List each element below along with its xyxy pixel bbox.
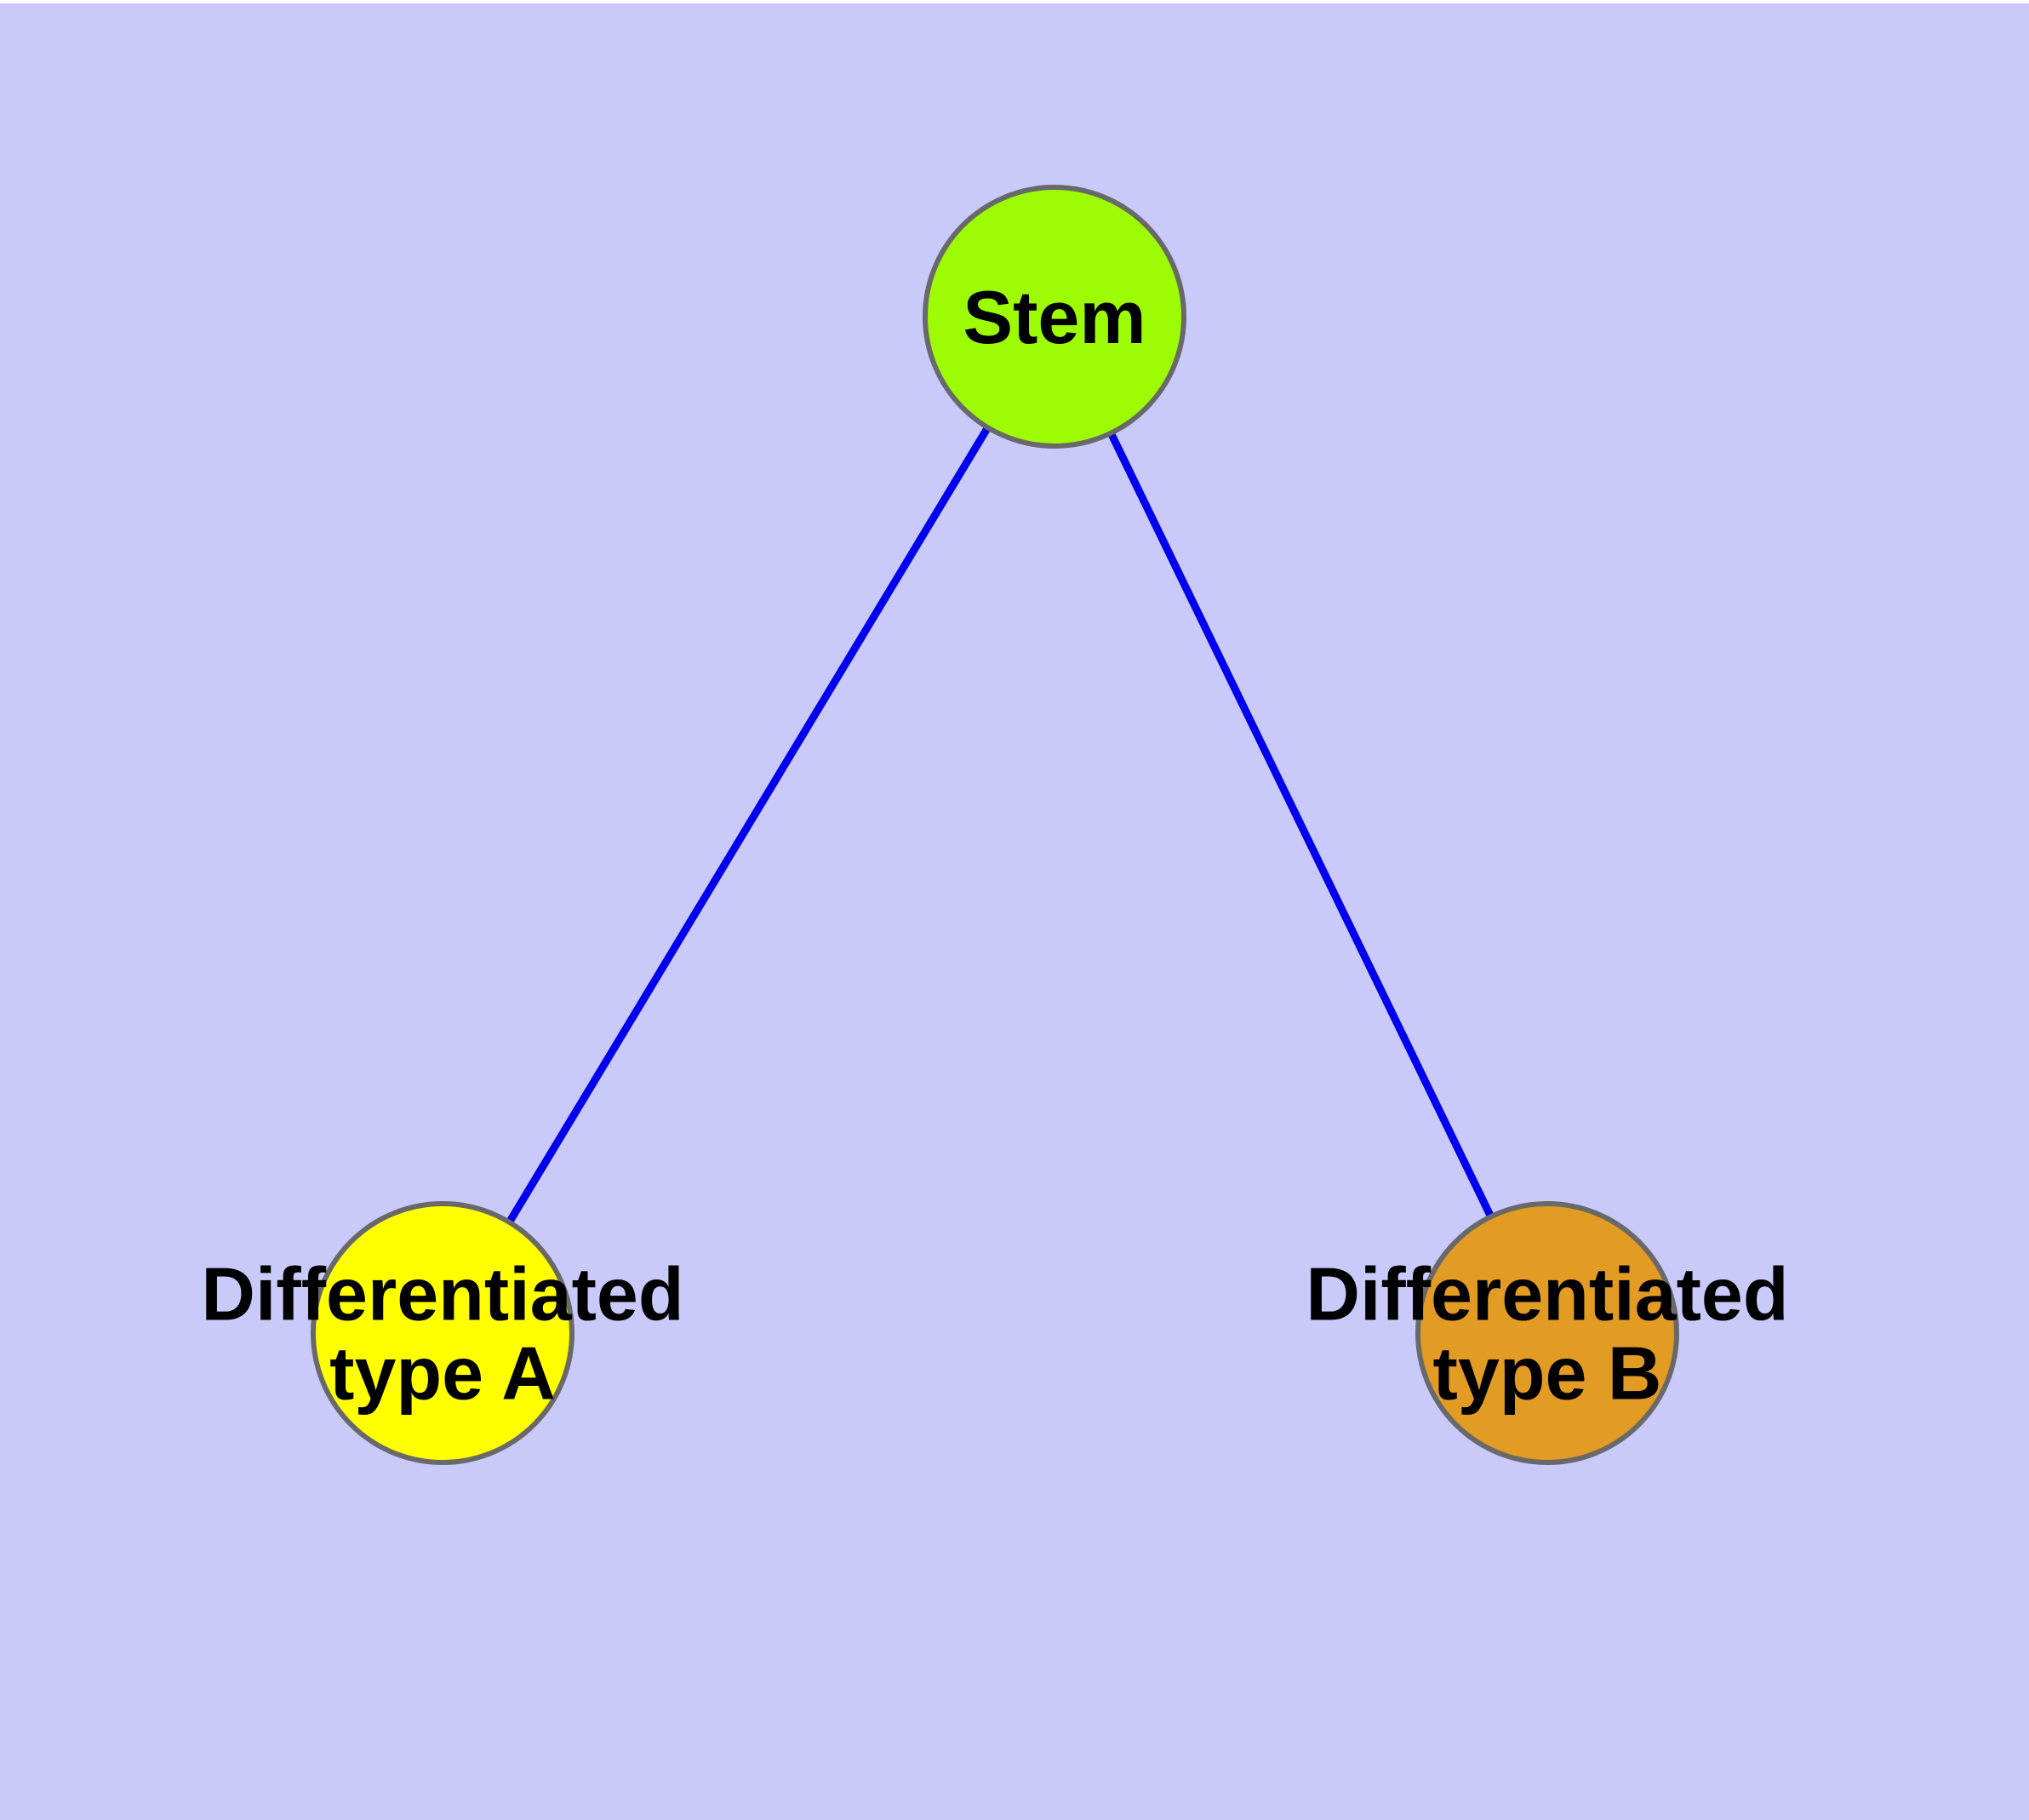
edge-layer xyxy=(506,425,1495,1225)
node-stem-circle[interactable] xyxy=(923,185,1186,449)
node-differentiated-type-a-circle[interactable] xyxy=(311,1201,574,1465)
edge-stem-to-differentiated-type-b[interactable] xyxy=(1107,431,1495,1219)
edge-stem-to-differentiated-type-a[interactable] xyxy=(506,425,992,1225)
node-stem[interactable]: Stem xyxy=(923,185,1186,449)
node-differentiated-type-b-circle[interactable] xyxy=(1415,1201,1679,1465)
node-stem-label: Stem xyxy=(963,275,1146,359)
